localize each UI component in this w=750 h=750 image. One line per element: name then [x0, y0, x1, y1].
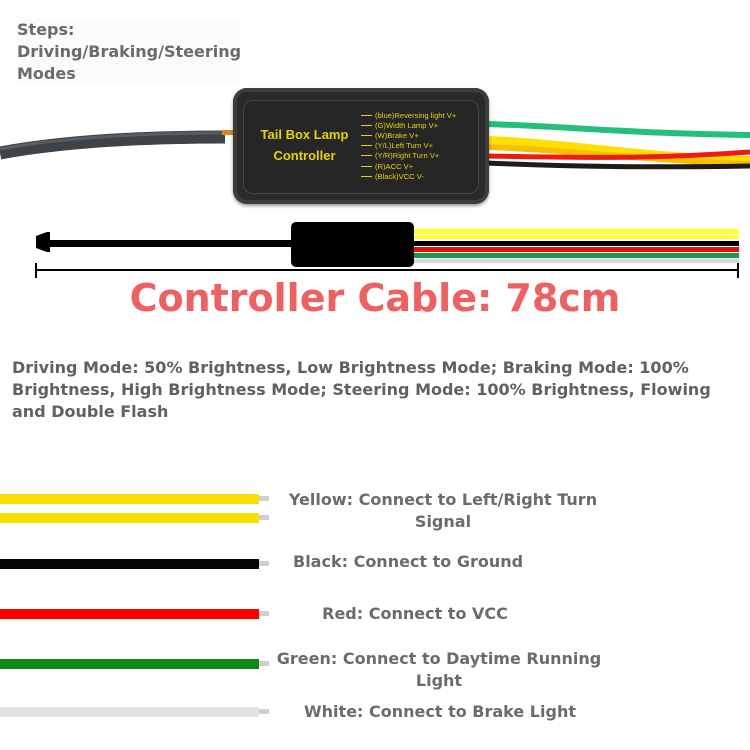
steps-subtitle-2: Modes — [17, 64, 76, 83]
controller-photo — [0, 121, 750, 170]
pin-label: (Y/L)Left Turn V+ — [361, 141, 456, 151]
pin-label: (Y/R)Right Turn V+ — [361, 151, 456, 161]
controller-face — [243, 100, 479, 194]
green-wire-label: Green: Connect to Daytime Running Light — [276, 649, 602, 690]
wire-tip — [259, 709, 269, 714]
steps-heading: Steps: Driving/Braking/Steering Modes — [17, 19, 242, 85]
pin-label: (G)Width Lamp V+ — [361, 120, 456, 130]
cable-length-label: Controller Cable: 78cm — [129, 276, 621, 320]
white-wire-label: White: Connect to Brake Light — [304, 702, 576, 721]
controller-title: Tail Box Lamp Controller — [247, 124, 362, 166]
yellow-wire-label: Yellow: Connect to Left/Right Turn Signa… — [288, 490, 598, 531]
controller-title-line2: Controller — [273, 148, 336, 163]
pin-label: (R)ACC V+ — [361, 161, 456, 171]
controller-box: Tail Box Lamp Controller (blue)Reversing… — [233, 88, 489, 204]
wire-tip — [259, 661, 269, 666]
cable-length-diagram — [35, 222, 739, 278]
pin-label: (W)Brake V+ — [361, 130, 456, 140]
controller-title-line1: Tail Box Lamp — [260, 127, 349, 142]
pin-label: (Black)VCC V- — [361, 171, 456, 181]
white-wire-swatch — [0, 707, 259, 717]
black-wire-label: Black: Connect to Ground — [293, 552, 524, 571]
controller-pin-list: (blue)Reversing light V+ (G)Width Lamp V… — [361, 110, 456, 181]
yellow-wire-swatch — [0, 494, 259, 504]
wire-tip — [259, 561, 269, 566]
wire-tip — [259, 515, 269, 520]
green-wire-swatch — [0, 659, 259, 669]
steps-subtitle: Driving/Braking/Steering — [17, 42, 242, 61]
red-wire-swatch — [0, 609, 259, 619]
pin-label: (blue)Reversing light V+ — [361, 110, 456, 120]
controller-box-icon — [291, 222, 414, 267]
yellow-wire-swatch — [0, 513, 259, 523]
mode-description: Driving Mode: 50% Brightness, Low Bright… — [12, 358, 711, 421]
wire-tip — [259, 611, 269, 616]
black-wire-swatch — [0, 559, 259, 569]
steps-title: Steps: — [17, 20, 75, 39]
wire-tip — [259, 496, 269, 501]
red-wire-label: Red: Connect to VCC — [322, 604, 508, 623]
